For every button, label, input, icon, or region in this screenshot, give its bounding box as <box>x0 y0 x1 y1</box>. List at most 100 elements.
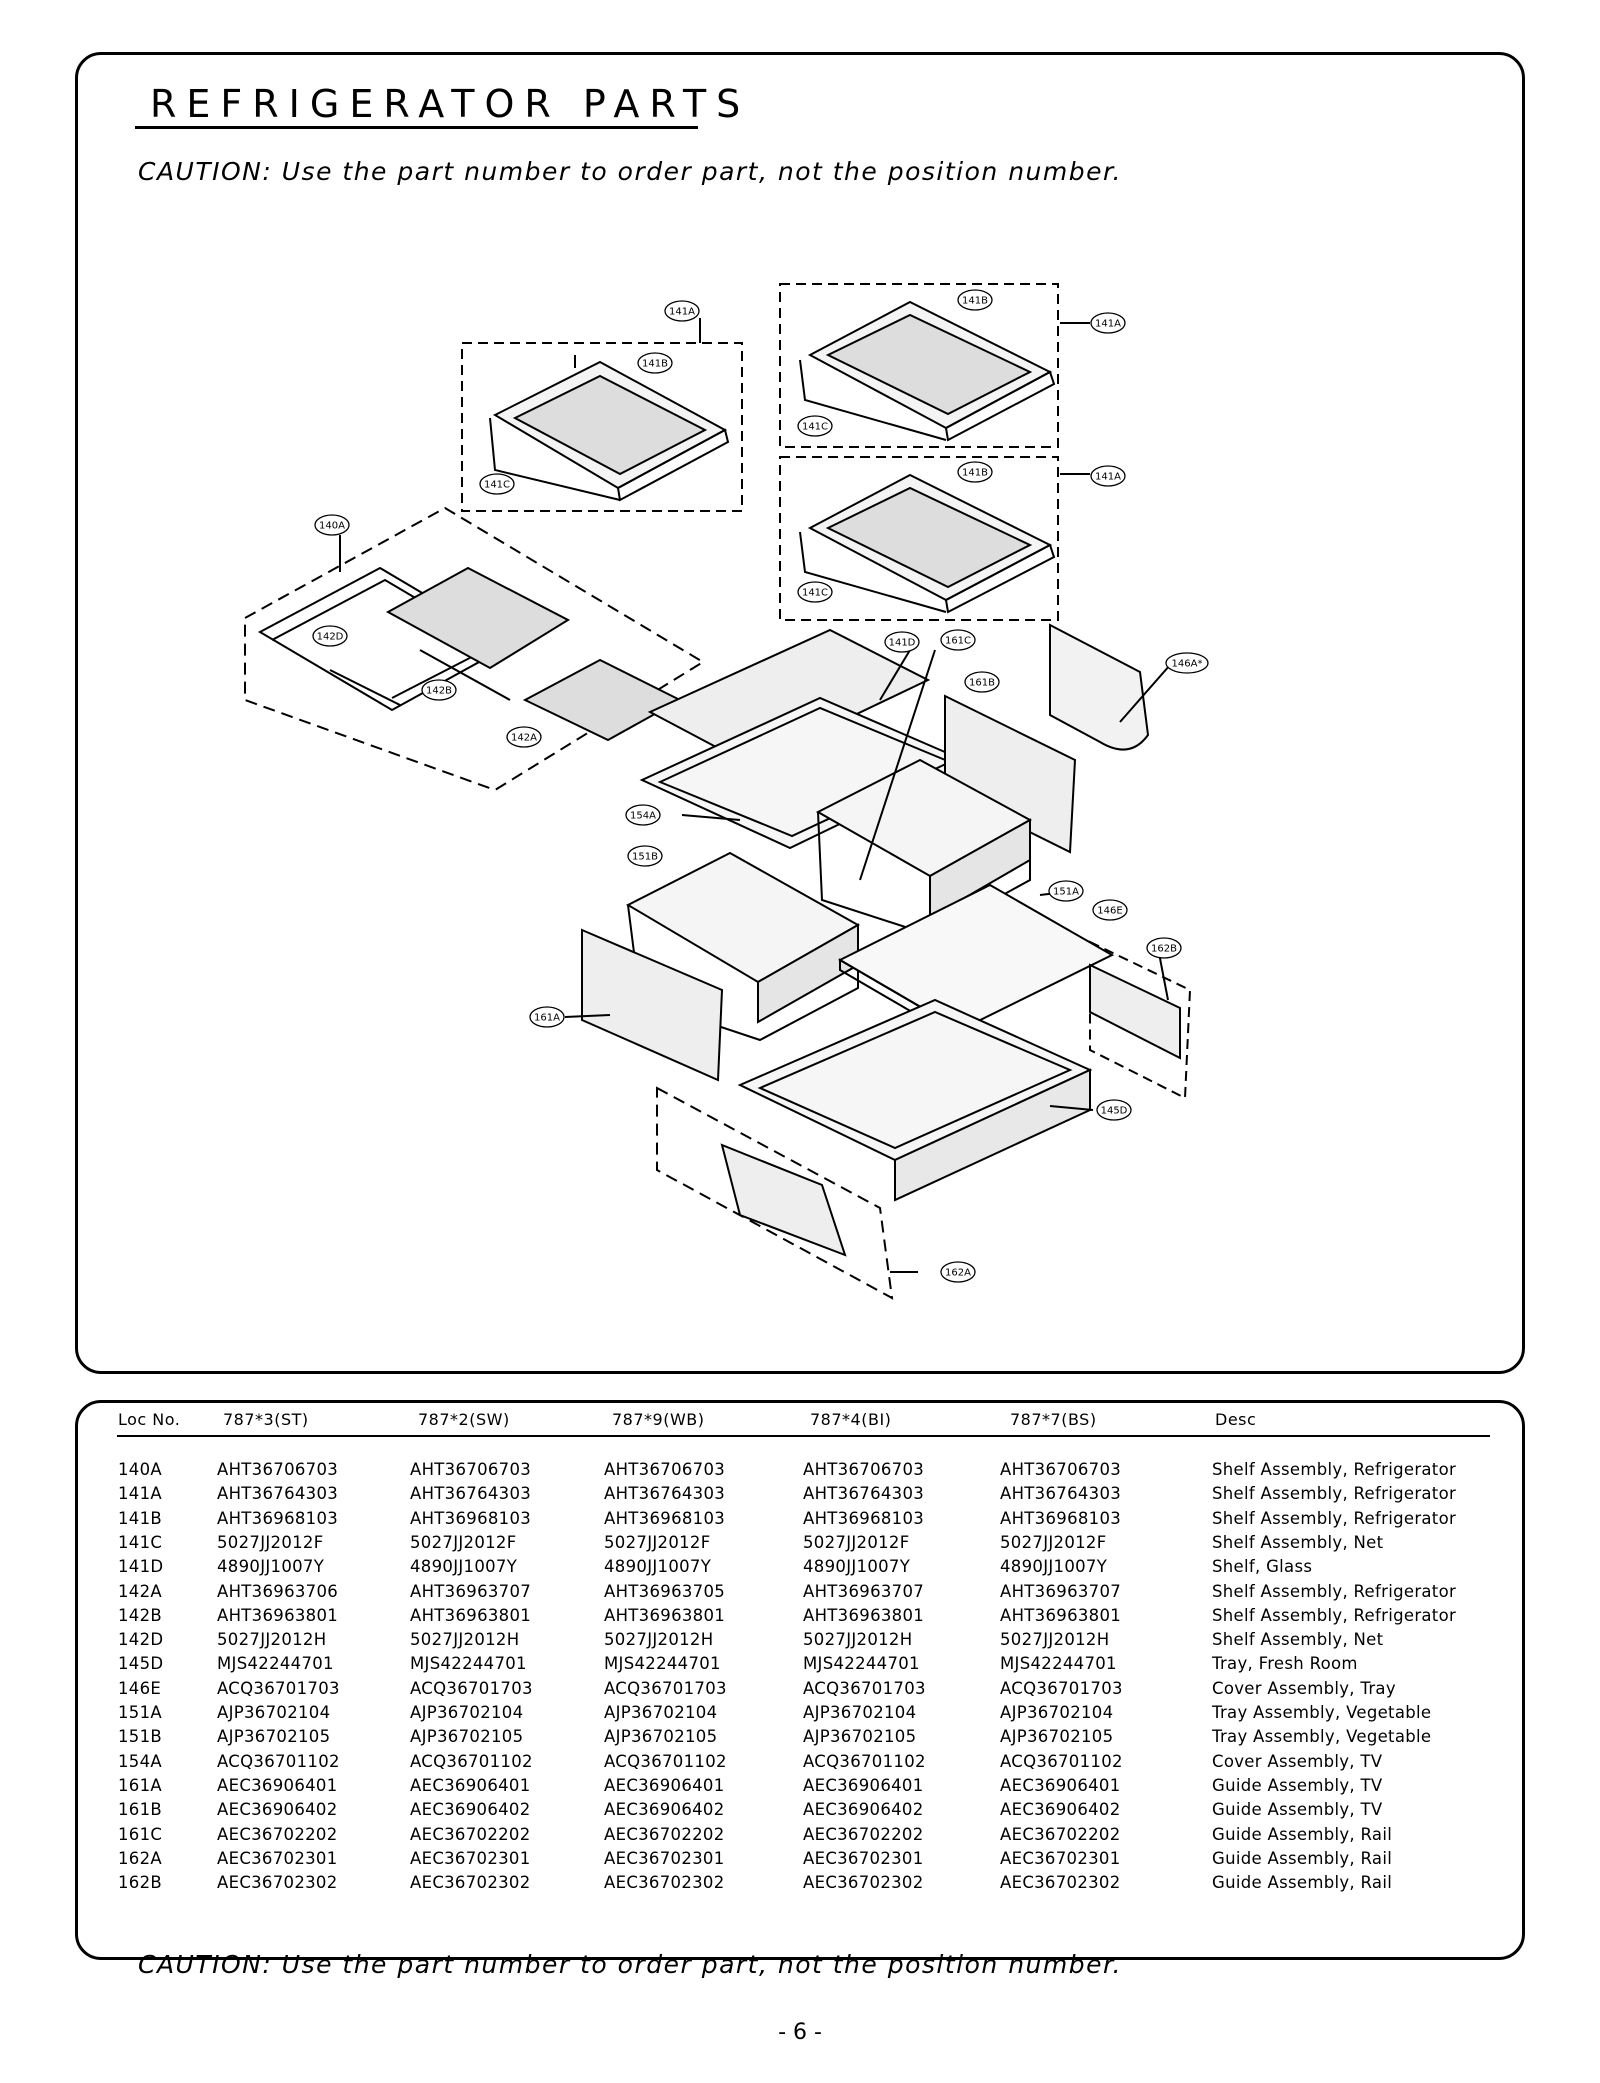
table-cell-part-number: ACQ36701703 <box>803 1678 926 1698</box>
table-cell-part-number: 5027JJ2012H <box>410 1630 520 1650</box>
table-cell-loc-no: 146E <box>118 1678 162 1698</box>
table-cell-part-number: AEC36702301 <box>604 1848 725 1868</box>
svg-text:141A: 141A <box>1095 472 1121 483</box>
table-cell-part-number: AJP36702105 <box>217 1727 331 1747</box>
table-cell-part-number: AJP36702105 <box>604 1727 718 1747</box>
table-cell-desc: Guide Assembly, Rail <box>1212 1873 1393 1893</box>
callout-142a: 142A <box>506 726 542 748</box>
table-cell-part-number: AEC36702202 <box>217 1824 338 1844</box>
svg-text:140A: 140A <box>319 521 345 532</box>
table-cell-part-number: AHT36706703 <box>410 1460 532 1479</box>
table-cell-part-number: AHT36764303 <box>1000 1484 1122 1504</box>
callout-142d: 142D <box>312 625 348 647</box>
table-cell-part-number: 4890JJ1007Y <box>410 1557 518 1577</box>
callout-141d: 141D <box>884 631 920 653</box>
callout-161a: 161A <box>529 1006 565 1028</box>
table-cell-part-number: AEC36702301 <box>1000 1848 1121 1868</box>
table-cell-part-number: AJP36702104 <box>217 1703 331 1722</box>
shelf-140a-frame <box>257 566 683 742</box>
shelf-group-box-right-bottom <box>779 456 1059 621</box>
table-cell-part-number: 4890JJ1007Y <box>1000 1557 1108 1577</box>
table-cell-part-number: AEC36702202 <box>410 1824 531 1844</box>
svg-text:141C: 141C <box>802 588 828 599</box>
table-cell-part-number: AHT36963801 <box>217 1605 339 1625</box>
table-cell-part-number: AHT36963706 <box>217 1581 339 1601</box>
table-cell-desc: Tray Assembly, Vegetable <box>1212 1703 1432 1722</box>
table-cell-part-number: AHT36963801 <box>604 1605 726 1625</box>
svg-text:141D: 141D <box>889 638 916 649</box>
table-cell-part-number: 5027JJ2012F <box>604 1532 711 1552</box>
table-cell-part-number: AEC36906401 <box>410 1775 531 1795</box>
table-cell-part-number: AEC36906401 <box>1000 1775 1121 1795</box>
table-cell-part-number: AHT36706703 <box>1000 1460 1122 1479</box>
callout-141b: 141B <box>957 461 993 483</box>
svg-text:151A: 151A <box>1053 887 1079 898</box>
table-cell-loc-no: 162B <box>118 1873 163 1893</box>
rail-162b <box>1089 963 1181 1060</box>
svg-text:161B: 161B <box>969 678 995 689</box>
callout-141a: 141A <box>664 300 700 322</box>
shelf-141-right-bottom <box>799 473 1056 614</box>
table-cell-part-number: ACQ36701102 <box>803 1751 926 1771</box>
table-cell-part-number: AEC36702302 <box>604 1873 725 1893</box>
table-cell-part-number: 5027JJ2012H <box>604 1630 714 1650</box>
table-cell-part-number: ACQ36701703 <box>217 1678 340 1698</box>
callout-141a: 141A <box>1090 465 1126 487</box>
rail-162a <box>720 1143 847 1257</box>
svg-text:141B: 141B <box>962 296 988 307</box>
page-number: - 6 - <box>778 2020 822 2045</box>
table-cell-part-number: MJS42244701 <box>604 1654 721 1674</box>
callout-146e: 146E <box>1092 899 1128 921</box>
table-cell-part-number: 5027JJ2012H <box>217 1630 327 1650</box>
svg-text:146E: 146E <box>1097 906 1122 917</box>
table-cell-part-number: MJS42244701 <box>217 1654 334 1674</box>
callout-141b: 141B <box>957 289 993 311</box>
table-cell-loc-no: 142B <box>118 1605 163 1625</box>
table-cell-part-number: AHT36706703 <box>217 1460 339 1479</box>
svg-text:161A: 161A <box>534 1013 560 1024</box>
tray-group-box-bottom <box>656 1086 894 1300</box>
table-cell-loc-no: 141D <box>118 1557 164 1577</box>
table-cell-loc-no: 142D <box>118 1630 164 1650</box>
table-cell-part-number: AHT36764303 <box>803 1484 925 1504</box>
table-cell-part-number: AEC36702301 <box>803 1848 924 1868</box>
table-cell-desc: Shelf Assembly, Net <box>1212 1532 1384 1552</box>
table-cell-part-number: AHT36968103 <box>604 1508 726 1528</box>
table-cell-part-number: AHT36968103 <box>1000 1508 1122 1528</box>
shelf-group-box-right-top <box>779 283 1059 448</box>
table-cell-part-number: AEC36906402 <box>1000 1800 1121 1820</box>
svg-text:162B: 162B <box>1151 944 1177 955</box>
svg-text:154A: 154A <box>630 811 656 822</box>
column-header-787-7: 787*7(BS) <box>1010 1410 1097 1429</box>
svg-text:142D: 142D <box>317 632 344 643</box>
svg-text:141A: 141A <box>669 307 695 318</box>
table-cell-part-number: AHT36963801 <box>1000 1605 1122 1625</box>
table-cell-desc: Cover Assembly, Tray <box>1212 1678 1396 1698</box>
callout-141c: 141C <box>797 581 833 603</box>
table-cell-desc: Shelf Assembly, Refrigerator <box>1212 1460 1457 1479</box>
table-cell-desc: Guide Assembly, TV <box>1212 1775 1383 1795</box>
rail-group-box-right <box>1089 940 1192 1100</box>
table-cell-part-number: AEC36702302 <box>1000 1873 1121 1893</box>
column-header-787-2: 787*2(SW) <box>418 1410 510 1429</box>
table-cell-loc-no: 162A <box>118 1848 162 1868</box>
table-cell-part-number: AJP36702105 <box>803 1727 917 1747</box>
table-cell-part-number: ACQ36701102 <box>410 1751 533 1771</box>
table-cell-desc: Tray, Fresh Room <box>1212 1654 1358 1674</box>
svg-text:161C: 161C <box>945 636 971 647</box>
table-cell-loc-no: 151B <box>118 1727 163 1747</box>
guide-161b <box>944 694 1077 854</box>
table-cell-part-number: AHT36963707 <box>1000 1581 1122 1601</box>
table-header-rule <box>117 1435 1490 1437</box>
svg-text:142A: 142A <box>511 733 537 744</box>
table-cell-part-number: MJS42244701 <box>803 1654 920 1674</box>
svg-text:142B: 142B <box>426 686 452 697</box>
page-title: REFRIGERATOR PARTS <box>150 82 751 126</box>
callout-161c: 161C <box>940 629 976 651</box>
callout-151b: 151B <box>627 845 663 867</box>
table-cell-part-number: 5027JJ2012H <box>1000 1630 1110 1650</box>
table-cell-part-number: 5027JJ2012F <box>803 1532 910 1552</box>
parts-table-frame <box>75 1400 1525 1960</box>
table-cell-part-number: AEC36906402 <box>803 1800 924 1820</box>
